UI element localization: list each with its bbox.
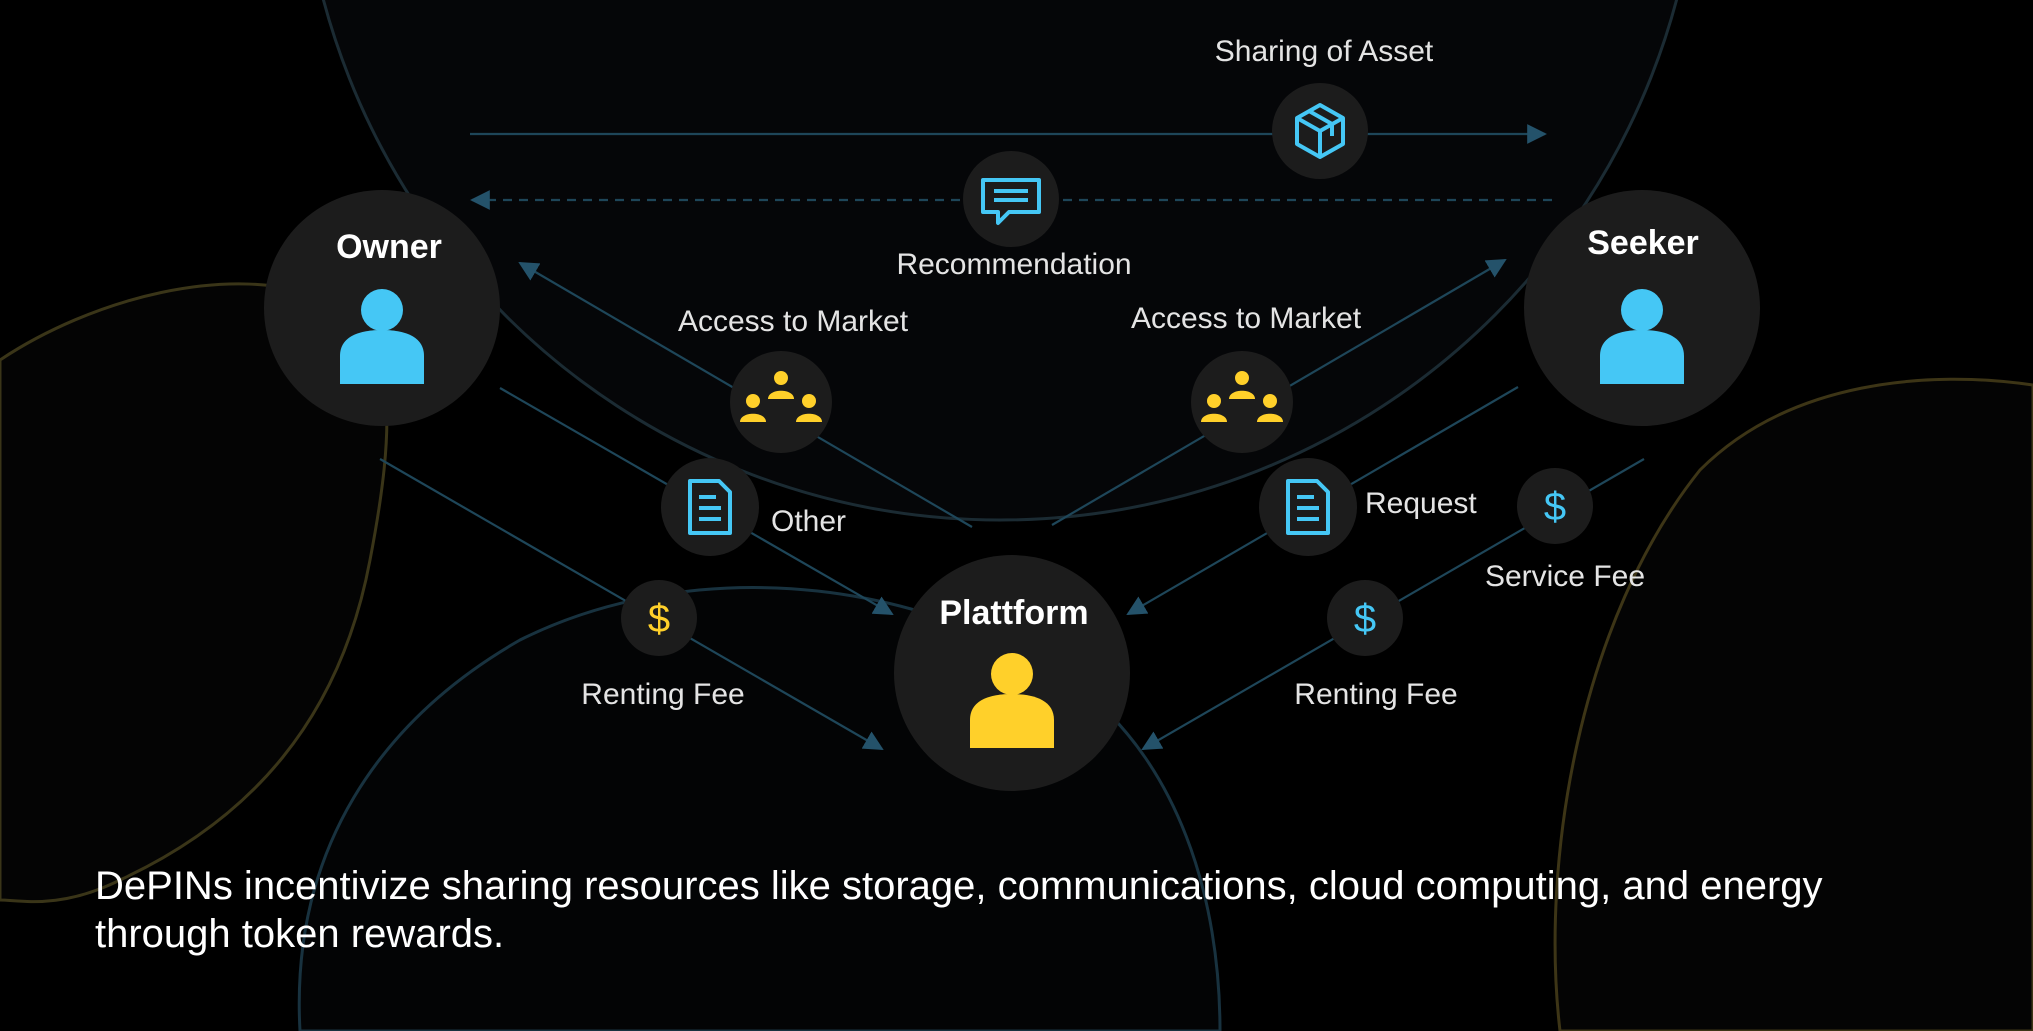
document-icon — [1286, 479, 1330, 535]
owner-title: Owner — [336, 228, 442, 266]
background-blob-right — [1553, 377, 2033, 1031]
platform-title: Plattform — [939, 594, 1089, 632]
group-icon — [740, 371, 822, 422]
seeker-title: Seeker — [1587, 224, 1699, 262]
group-icon — [1201, 371, 1283, 422]
document-icon — [688, 479, 732, 535]
label-renting-fee-left: Renting Fee — [581, 678, 745, 711]
dollar-icon: $ — [1544, 485, 1566, 529]
chat-icon — [981, 178, 1041, 225]
label-access-to-market-right: Access to Market — [1130, 302, 1362, 335]
background-blob-left — [0, 282, 389, 904]
person-icon — [970, 653, 1054, 748]
label-sharing-of-asset: Sharing of Asset — [1214, 35, 1434, 68]
main-nodes — [264, 190, 1760, 791]
label-request: Request — [1365, 487, 1477, 520]
dollar-icon: $ — [1354, 597, 1376, 641]
icon-nodes: $ $ $ — [621, 83, 1593, 656]
person-icon — [1600, 289, 1684, 384]
caption-text: DePINs incentivize sharing resources lik… — [95, 864, 1823, 956]
label-other: Other — [771, 505, 847, 538]
label-service-fee: Service Fee — [1484, 560, 1646, 593]
label-recommendation: Recommendation — [896, 248, 1132, 281]
label-renting-fee-right: Renting Fee — [1294, 678, 1458, 711]
dollar-icon: $ — [648, 597, 670, 641]
box-icon — [1295, 103, 1345, 159]
person-icon — [340, 289, 424, 384]
label-access-to-market-left: Access to Market — [677, 305, 909, 338]
